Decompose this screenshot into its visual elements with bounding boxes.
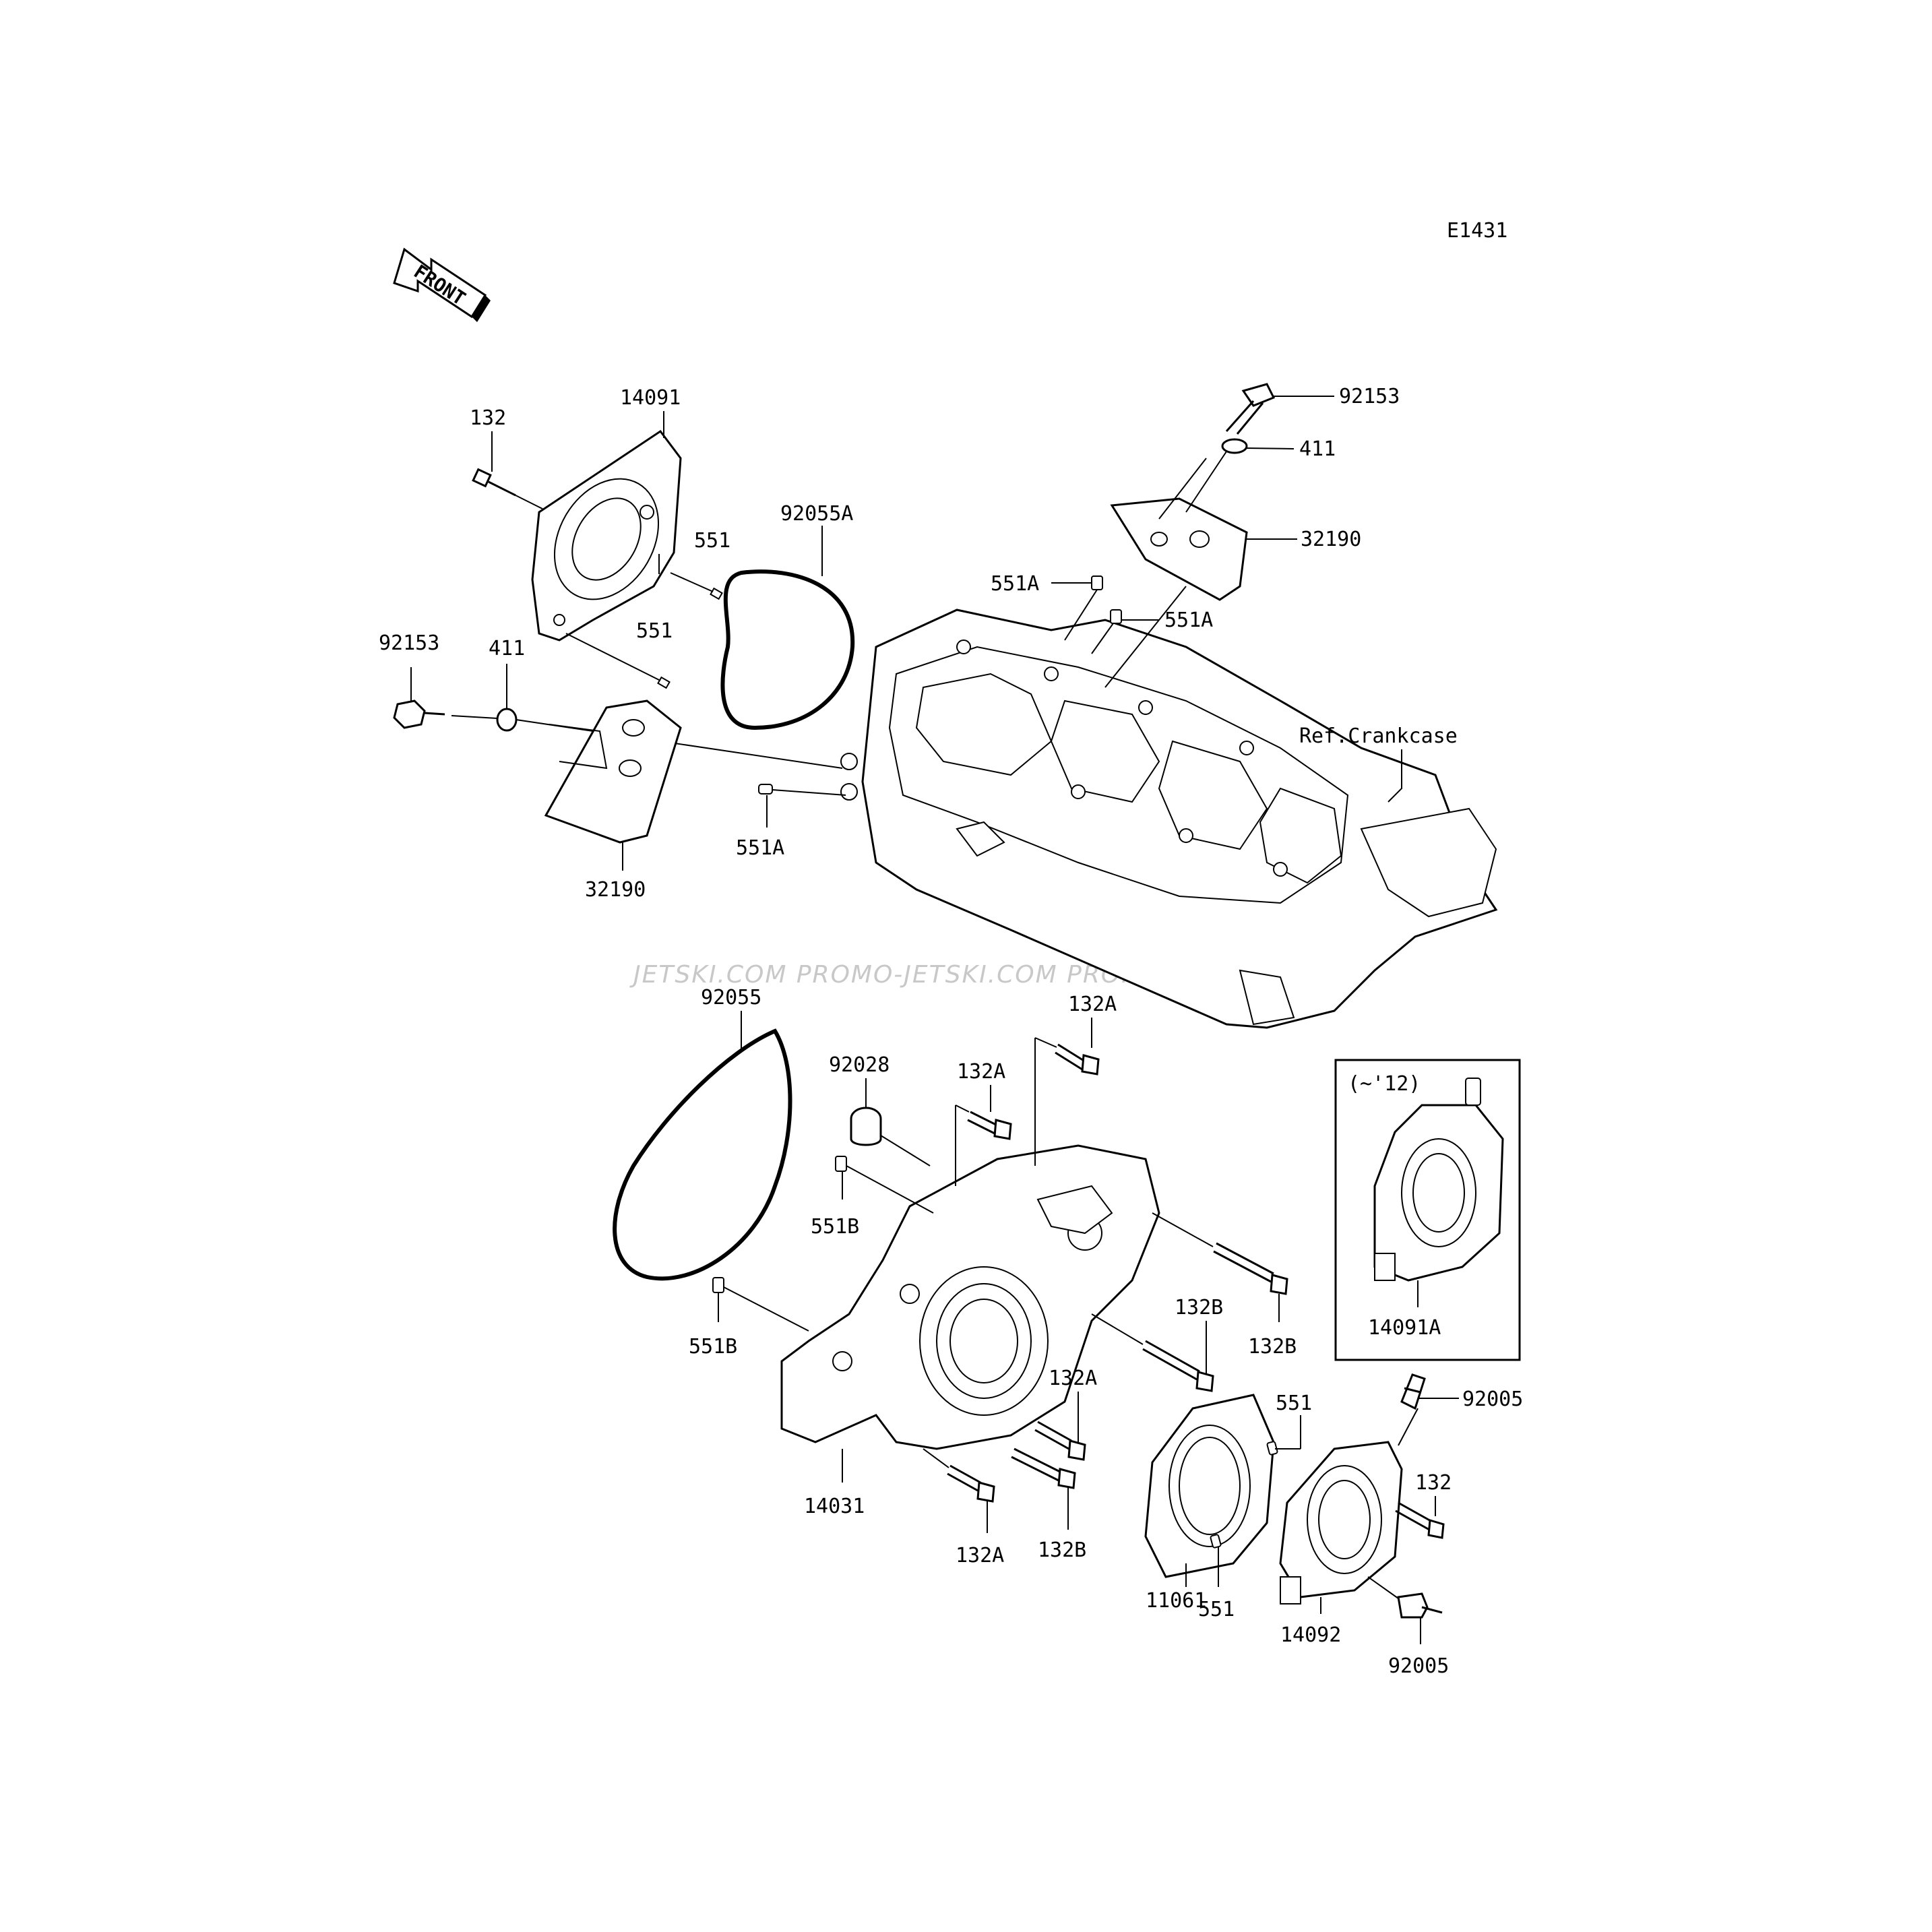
pin-551B-a (835, 1156, 847, 1172)
callout-551-b: 551 (636, 619, 673, 643)
callout-92028: 92028 (829, 1053, 890, 1077)
washer-411-top (1221, 438, 1248, 454)
cover-14091 (531, 429, 682, 642)
collar-92028 (850, 1107, 882, 1146)
bolt-132B-c (1011, 1447, 1076, 1489)
gasket-11061 (1144, 1394, 1275, 1578)
pin-551-a (710, 587, 723, 600)
washer-411-left (496, 708, 518, 732)
pin-551A-mid2 (1110, 609, 1122, 624)
callout-411-top: 411 (1299, 437, 1336, 461)
bolt-132A-c (1034, 1421, 1086, 1461)
callout-132B-b: 132B (1248, 1335, 1297, 1359)
callout-551B-b: 551B (689, 1335, 737, 1359)
callout-551A-left: 551A (736, 836, 784, 860)
pin-551-d (1210, 1534, 1222, 1549)
callout-14031: 14031 (804, 1495, 865, 1518)
callout-132B-c: 132B (1038, 1538, 1086, 1562)
callout-92153-left: 92153 (379, 631, 439, 655)
callout-92005-bottom: 92005 (1388, 1654, 1449, 1678)
callout-411-left: 411 (489, 637, 525, 660)
callout-14092: 14092 (1280, 1623, 1341, 1647)
callout-92055A: 92055A (780, 502, 853, 526)
bracket-32190-left (544, 699, 682, 844)
cover-14092 (1279, 1441, 1403, 1604)
pin-551A-left (758, 784, 773, 794)
cover-14031 (780, 1144, 1160, 1450)
reference-note: Ref.Crankcase (1299, 724, 1458, 748)
oring-92055 (613, 1028, 792, 1281)
fitting-92005-top (1400, 1373, 1426, 1410)
front-arrow-icon: FRONT (393, 247, 491, 322)
callout-132A-c: 132A (1049, 1367, 1097, 1390)
bolt-92153-top (1225, 383, 1276, 435)
cover-14091A (1373, 1078, 1504, 1282)
pin-551A-mid1 (1091, 575, 1103, 590)
callout-551A-mid2: 551A (1164, 609, 1213, 632)
callout-132A-d: 132A (956, 1544, 1004, 1567)
bolt-132A-a (967, 1111, 1012, 1140)
bolt-92153-left (393, 699, 445, 729)
bolt-132B-b (1142, 1340, 1214, 1392)
callout-551-a: 551 (694, 529, 730, 553)
bracket-32190-top (1110, 458, 1248, 601)
callout-92153-top: 92153 (1339, 385, 1400, 408)
pin-551B-b (712, 1277, 724, 1293)
pin-551-c (1266, 1441, 1278, 1456)
callout-132B-a: 132B (1175, 1296, 1223, 1319)
callout-11061: 11061 (1146, 1589, 1206, 1613)
bolt-132-top (472, 468, 516, 497)
callout-92055: 92055 (701, 986, 761, 1009)
variant-box-label: (~'12) (1348, 1072, 1421, 1096)
callout-14091A: 14091A (1368, 1316, 1441, 1340)
callout-92005-top: 92005 (1462, 1388, 1523, 1411)
callout-132-top: 132 (470, 406, 506, 430)
bolt-132A-d (947, 1464, 995, 1503)
bolt-132A-b (1055, 1043, 1100, 1076)
callout-132-right: 132 (1415, 1471, 1452, 1495)
diagram-code: E1431 (1447, 219, 1507, 243)
callout-551-d: 551 (1198, 1598, 1235, 1621)
callout-32190-left: 32190 (585, 878, 646, 902)
bolt-132-right (1395, 1501, 1445, 1539)
fitting-92005-bottom (1397, 1592, 1443, 1619)
callout-132A-b: 132A (1068, 993, 1117, 1016)
upper-crankcase (840, 609, 1498, 1029)
callout-551A-mid1: 551A (991, 572, 1039, 596)
callout-32190-top: 32190 (1301, 528, 1361, 551)
callout-14091: 14091 (620, 386, 681, 410)
callout-132A-a: 132A (957, 1060, 1005, 1084)
bolt-132B-a (1213, 1242, 1288, 1295)
pin-551-b (657, 676, 671, 689)
callout-551-c: 551 (1276, 1392, 1312, 1415)
variant-box (1334, 1059, 1521, 1361)
callout-551B-a: 551B (811, 1215, 859, 1239)
oring-92055A (720, 569, 855, 730)
